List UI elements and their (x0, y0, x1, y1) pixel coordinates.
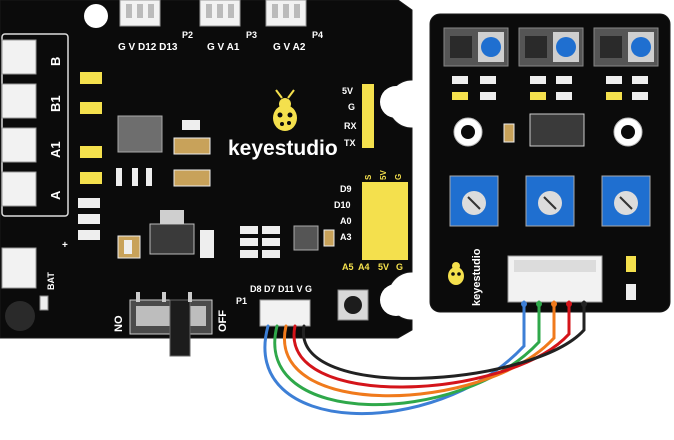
wire-red (292, 300, 571, 389)
wire-tip-black (581, 301, 587, 307)
sensor-mount-hole-left (453, 117, 483, 147)
header-tag-p3: P3 (246, 30, 257, 40)
port-label-a1: A1 (48, 141, 63, 158)
shield-mount-hole (380, 86, 412, 118)
sensor-module: keyestudio (429, 13, 671, 313)
sensor-connector (507, 255, 603, 303)
shield-mount-hole (380, 284, 412, 316)
driver-chip (117, 115, 163, 153)
motor-port-outline (1, 33, 69, 217)
bottom-connector (259, 299, 311, 327)
sensor-mount-hole-right (613, 117, 643, 147)
port-label-a: A (48, 190, 63, 200)
io-bottom-g: G (396, 262, 403, 272)
potentiometer-2[interactable] (525, 175, 575, 227)
wire-black (302, 300, 586, 380)
battery-connector (1, 247, 37, 289)
regulator-tab (160, 210, 184, 224)
io-col-5v: 5V (379, 170, 388, 180)
io-col-s: S (364, 174, 373, 180)
header-tag-p4: P4 (312, 30, 323, 40)
ladybug-logo-icon (273, 89, 297, 131)
power-switch[interactable] (129, 292, 213, 357)
io-row-d9: D9 (340, 184, 352, 194)
bottom-header-label: D8 D7 D11 V G (250, 284, 312, 294)
serial-pin-g: G (348, 102, 355, 112)
wire-bundle (263, 300, 587, 415)
top-connector-p3 (199, 0, 241, 27)
jumper-pins (80, 72, 102, 184)
comparator-chip (529, 113, 585, 147)
bat-label: BAT (46, 272, 56, 290)
reset-button[interactable] (337, 289, 369, 321)
wire-tip-blue (521, 301, 527, 307)
passive-components (78, 120, 335, 259)
ir-sensor-1 (443, 27, 509, 67)
shield-mount-hole (5, 301, 35, 331)
top-connector-p2 (119, 0, 161, 27)
serial-pin-tx: TX (344, 138, 356, 148)
wire-tip-green (536, 301, 542, 307)
header-label-p4: G V A2 (273, 42, 306, 53)
bottom-header-tag: P1 (236, 296, 247, 306)
ir-sensor-2 (518, 27, 584, 67)
wire-orange (282, 300, 556, 398)
header-label-p3: G V A1 (207, 42, 240, 53)
port-label-b1: B1 (48, 95, 63, 112)
left-connectors (1, 39, 37, 289)
sensor-ladybug-logo-icon (448, 262, 464, 285)
potentiometer-1[interactable] (449, 175, 499, 227)
io-row-a0: A0 (340, 216, 352, 226)
serial-header (362, 84, 374, 148)
top-connector-p4 (265, 0, 307, 27)
shield-mount-hole (84, 4, 108, 28)
potentiometer-3[interactable] (601, 175, 651, 227)
bat-led (39, 295, 49, 311)
switch-on-label: NO (113, 315, 125, 332)
wire-tip-red (566, 301, 572, 307)
shield-brand: keyestudio (228, 137, 338, 160)
ir-sensor-3 (593, 27, 659, 67)
serial-pin-rx: RX (344, 121, 357, 131)
wire-blue (263, 300, 526, 415)
switch-off-label: OFF (217, 310, 229, 332)
voltage-regulator (149, 223, 195, 255)
io-col-g: G (394, 174, 403, 180)
sensor-brand: keyestudio (471, 248, 483, 306)
serial-pin-5v: 5V (342, 86, 353, 96)
port-label-b: B (48, 57, 63, 66)
io-header-block (362, 182, 408, 260)
header-label-p2: G V D12 D13 (118, 42, 178, 53)
shield-board: G V D12 D13 P2 G V A1 P3 G V A2 P4 B B1 … (0, 0, 413, 357)
io-bottom-5v: 5V (378, 262, 389, 272)
header-tag-p2: P2 (182, 30, 193, 40)
bat-plus: + (62, 240, 68, 251)
io-row-a3: A3 (340, 232, 352, 242)
wire-tip-orange (551, 301, 557, 307)
io-bottom-a5: A5 (342, 262, 354, 272)
io-bottom-a4: A4 (358, 262, 370, 272)
io-row-d10: D10 (334, 200, 351, 210)
small-chip (293, 225, 319, 251)
sensor-passives (452, 76, 648, 300)
